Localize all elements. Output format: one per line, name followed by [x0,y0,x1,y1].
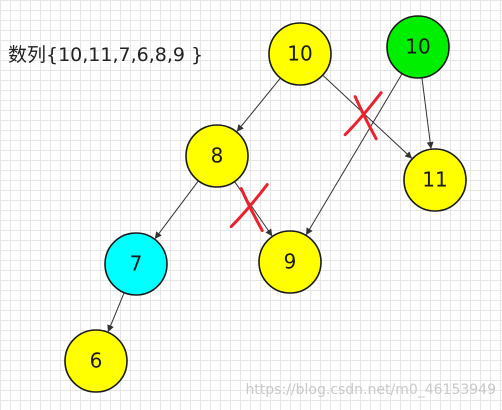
edge-n10a-n11 [322,74,413,159]
node-n10b: 10 [386,15,450,79]
node-label: 8 [211,144,224,168]
edge-n8-n7 [154,180,199,239]
node-circle [104,232,168,296]
sequence-caption: 数列{10,11,7,6,8,9 } [8,44,204,66]
edge-n10b-n9 [305,73,403,236]
node-n11: 11 [403,148,467,212]
edge-n7-n6 [107,292,125,333]
node-n8: 8 [185,124,249,188]
node-label: 10 [405,35,430,59]
node-circle [403,148,467,212]
node-n9: 9 [258,230,322,294]
node-circle [185,124,249,188]
nodes-layer: 10 10 8 11 7 9 6 [64,15,467,393]
cross-marks-layer [229,91,383,233]
node-n10a: 10 [268,22,332,86]
edges-layer [107,73,434,333]
edge-n10b-n11 [421,77,434,149]
node-label: 7 [130,252,143,276]
node-circle [268,22,332,86]
node-circle [258,230,322,294]
node-label: 6 [90,349,103,373]
node-label: 11 [422,168,447,192]
node-n6: 6 [64,329,128,393]
node-n7: 7 [104,232,168,296]
node-label: 9 [284,250,297,274]
node-circle [64,329,128,393]
node-circle [386,15,450,79]
edge-n10a-n8 [236,77,281,132]
node-label: 10 [287,42,312,66]
cross-mark-n8-n9 [229,183,269,233]
cross-mark-n10a-n11 [343,91,383,141]
watermark-url: https://blog.csdn.net/m0_46153949 [245,382,496,398]
